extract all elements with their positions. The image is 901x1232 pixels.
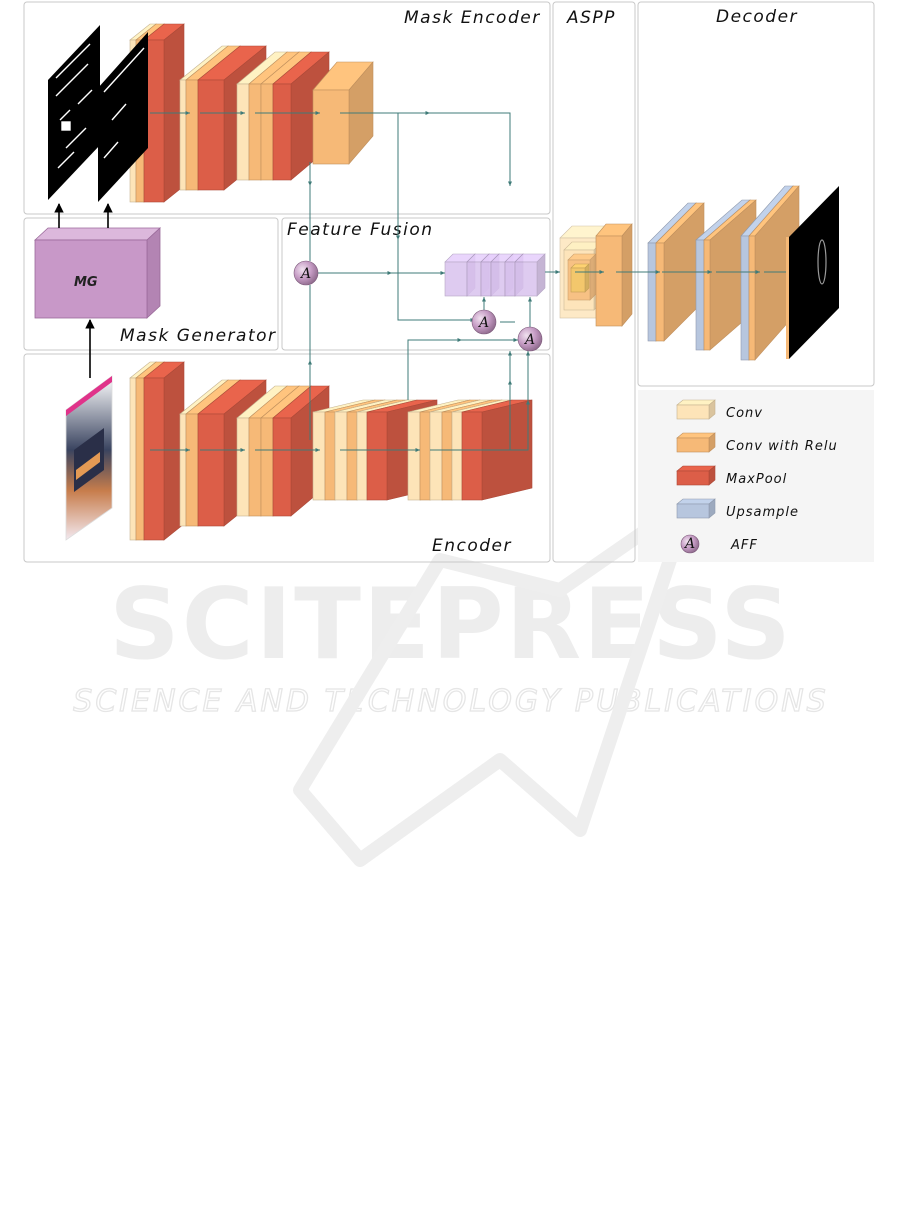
legend-swatch xyxy=(677,400,715,419)
aspp-projection xyxy=(596,224,632,326)
mask-flow xyxy=(398,113,510,186)
legend-label: Upsample xyxy=(726,505,799,520)
aff-letter: A xyxy=(299,266,311,282)
aspp-branch-4 xyxy=(571,264,589,292)
aff-node-right: A xyxy=(518,327,542,351)
mask-generator-block: MG xyxy=(35,228,160,318)
aff-letter: A xyxy=(523,332,535,348)
legend-label: MaxPool xyxy=(726,472,787,487)
aspp-title: ASPP xyxy=(566,8,616,28)
watermark-title: SCITEPRESS xyxy=(109,568,793,682)
aff-letter: A xyxy=(477,315,489,331)
aff-letter: A xyxy=(683,536,695,552)
mask-generator-title: Mask Generator xyxy=(120,326,277,346)
fusion-layer xyxy=(515,254,545,296)
encoder-skip xyxy=(408,340,462,400)
legend-label: Conv with Relu xyxy=(726,439,838,454)
feature-fusion-block xyxy=(445,254,545,296)
aspp-block xyxy=(560,224,632,326)
aff-node-left: A xyxy=(294,261,318,285)
input-webpage-image xyxy=(66,376,112,540)
maxpool-layer xyxy=(144,362,184,540)
mask-image-1 xyxy=(48,25,100,200)
encoder-title: Encoder xyxy=(432,536,512,556)
legend-label: AFF xyxy=(730,538,758,553)
feature-fusion-title: Feature Fusion xyxy=(287,220,434,240)
legend-swatch xyxy=(677,466,715,485)
legend-swatch xyxy=(677,499,715,518)
watermark-subtitle: SCIENCE AND TECHNOLOGY PUBLICATIONS xyxy=(73,684,828,719)
mask-encoder-title: Mask Encoder xyxy=(404,8,541,28)
legend-swatch xyxy=(677,433,715,452)
encoder-stage-1 xyxy=(130,362,184,540)
legend-label: Conv xyxy=(726,406,763,421)
decoder-title: Decoder xyxy=(716,7,798,27)
aff-node-middle: A xyxy=(472,310,496,334)
mg-label: MG xyxy=(74,275,98,290)
